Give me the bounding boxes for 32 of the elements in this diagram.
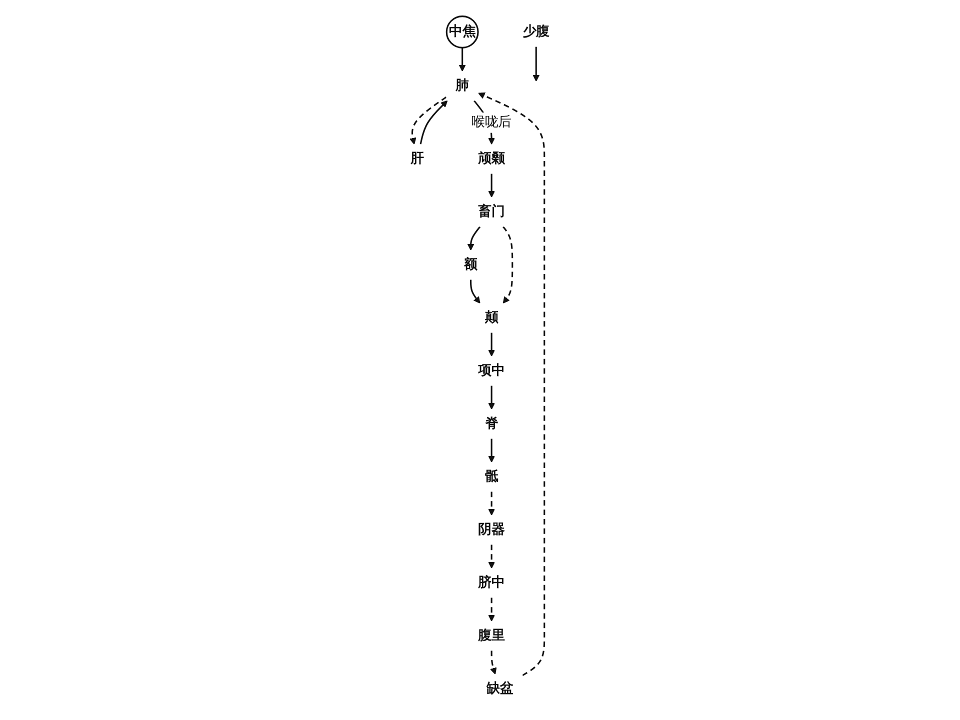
arrow [532, 46, 540, 82]
arrow [478, 92, 546, 676]
arrow [488, 544, 495, 569]
node-text: 缺盆 [486, 680, 514, 696]
arrow [502, 226, 514, 304]
node-text: 肝 [410, 150, 424, 166]
arrow [458, 48, 466, 72]
node-text: 阴器 [478, 522, 505, 538]
node-text: 项中 [478, 362, 505, 378]
node-text: 脊 [484, 416, 498, 432]
node-text: 畜门 [478, 204, 505, 220]
node-text: 骶 [484, 468, 498, 484]
edge-label: 喉咙后 [471, 114, 512, 130]
arrow [488, 598, 495, 622]
arrow [409, 96, 447, 145]
node-text: 颠 [484, 310, 498, 326]
arrow [470, 280, 480, 304]
arrow [488, 438, 495, 463]
node-text: 颃颡 [478, 150, 505, 166]
arrow [488, 492, 495, 516]
node-text: 脐中 [478, 574, 505, 590]
arrow [488, 332, 495, 357]
node-text: 腹里 [478, 628, 505, 644]
node-circle: 中焦 [446, 16, 479, 48]
arrow [490, 650, 497, 675]
node-text: 肺 [456, 78, 469, 94]
node-text: 额 [464, 256, 478, 272]
arrow [420, 100, 448, 144]
arrow [488, 174, 495, 198]
arrow [467, 226, 481, 251]
node-text: 少腹 [522, 24, 550, 40]
arrow [488, 386, 495, 410]
